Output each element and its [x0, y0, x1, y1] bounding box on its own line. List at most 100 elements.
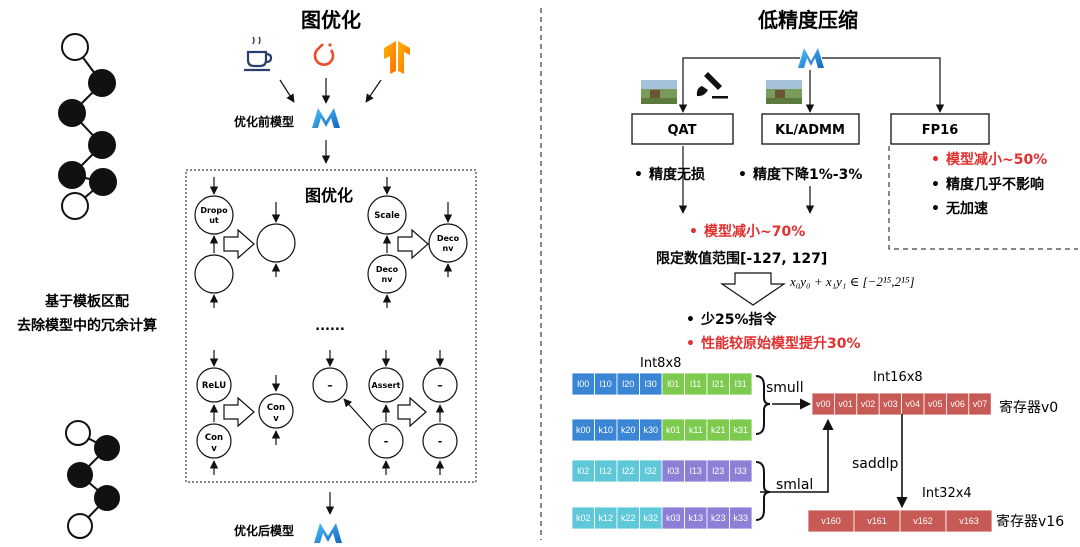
fp16-bullet-1: 模型减小~50%	[946, 151, 1047, 168]
register-cell-label: l33	[735, 466, 747, 476]
fp16-bullet-dot-3: •	[931, 201, 940, 217]
mnn-logo-after	[314, 523, 342, 543]
fp16-bullet-dot-2: •	[931, 177, 940, 193]
node-assert: Assert	[372, 381, 401, 390]
register-cell-label: k31	[733, 425, 748, 435]
down-hollow-arrow	[720, 272, 786, 306]
register-cell-label: l01	[667, 379, 679, 389]
tree-graph-top	[58, 33, 117, 220]
register-cell-label: v160	[821, 516, 841, 526]
register-cell	[729, 506, 753, 530]
box-title: 图优化	[305, 186, 353, 205]
smull-label: smull	[766, 380, 804, 396]
fp16-bullet-3: 无加速	[945, 200, 988, 217]
register-cell-label: k30	[643, 425, 658, 435]
register-cell-label: l31	[735, 379, 747, 389]
register-cell-label: k00	[576, 425, 591, 435]
register-cell-label: v03	[883, 399, 898, 409]
fp16-bullet-dot-1: •	[931, 152, 940, 168]
qat-bullet-dot: •	[634, 167, 643, 183]
transform-arrow-2	[397, 228, 429, 260]
register-v16-label: 寄存器v16	[996, 513, 1064, 530]
fp16-bullet-2: 精度几乎不影响	[946, 176, 1044, 193]
reduce-70: 模型减小~70%	[704, 223, 805, 240]
register-cell	[729, 418, 753, 442]
node-dash-result: -	[438, 435, 443, 448]
formula: x₀y₀ + x₁y₁ ∈ [−2¹⁵,2¹⁵]	[789, 274, 915, 289]
right-title: 低精度压缩	[757, 8, 858, 32]
register-cell-label: v00	[816, 399, 831, 409]
register-cell-label: l02	[577, 466, 589, 476]
register-cell	[968, 392, 992, 416]
register-cell-label: k13	[688, 513, 703, 523]
range-text: 限定数值范围[-127, 127]	[656, 250, 827, 267]
register-cell-label: l32	[645, 466, 657, 476]
register-cell-label: k12	[598, 513, 613, 523]
register-cell-label: k32	[643, 513, 658, 523]
register-cell-label: k23	[711, 513, 726, 523]
register-cell-label: l22	[622, 466, 634, 476]
graph-optimization-box	[185, 169, 477, 483]
mnn-logo-top	[798, 48, 824, 68]
qat-bullet: 精度无损	[649, 166, 705, 183]
node-dropout-line1: Dropo	[200, 206, 228, 215]
ellipsis: ......	[315, 319, 345, 334]
node-scale: Scale	[374, 211, 400, 221]
register-cell-label: v07	[973, 399, 988, 409]
node-deconv-line2: nv	[382, 275, 394, 284]
node-dropout-line2: ut	[209, 216, 219, 225]
register-cell-label: v04	[906, 399, 921, 409]
brace-smlal	[755, 461, 771, 521]
register-cell-label: v162	[913, 516, 933, 526]
register-v0-label: 寄存器v0	[999, 399, 1058, 416]
register-cell-label: l00	[577, 379, 589, 389]
node-conv-line1: Con	[205, 433, 223, 443]
landscape-image-icon-qat	[641, 80, 677, 104]
transform-arrow-3	[223, 396, 255, 428]
register-cell-label: v161	[867, 516, 887, 526]
after-model-label: 优化后模型	[234, 523, 294, 538]
fp16-dashed-border	[888, 146, 1078, 250]
register-cell-label: l30	[645, 379, 657, 389]
register-cell	[729, 372, 753, 396]
result-bullet-dot-2: •	[686, 336, 695, 352]
node-relu: ReLU	[202, 381, 226, 391]
saddlp-label: saddlp	[852, 456, 899, 472]
node-dash: -	[384, 435, 389, 448]
register-cell-label: k33	[733, 513, 748, 523]
int16-label: Int16x8	[873, 370, 923, 385]
node-deconv-result-line1: Deco	[437, 234, 460, 243]
register-cell	[729, 459, 753, 483]
register-cell-label: k20	[621, 425, 636, 435]
register-cell-label: l13	[690, 466, 702, 476]
method-label-qat: QAT	[668, 123, 697, 138]
register-cell-label: v05	[928, 399, 943, 409]
register-cell-label: l10	[600, 379, 612, 389]
method-box-kl	[761, 113, 860, 145]
node-minus: –	[327, 379, 333, 392]
int32-label: Int32x4	[922, 486, 972, 501]
register-cell-label: k22	[621, 513, 636, 523]
method-box-fp16	[890, 113, 990, 145]
register-row-l0: l00 l10 l20 l30 l01 l11 l21 l31	[571, 372, 753, 396]
node-minus-result: –	[437, 379, 443, 392]
register-cell-label: k10	[598, 425, 613, 435]
register-cell-label: l20	[622, 379, 634, 389]
node-deconv-line1: Deco	[376, 265, 399, 274]
register-cell-label: l11	[690, 379, 701, 389]
tensorflow-icon	[384, 41, 410, 74]
node-conv-result-line1: Con	[267, 403, 285, 413]
result-bullet-1: 少25%指令	[700, 311, 778, 328]
tree-graph-bottom	[65, 420, 120, 539]
smlal-label: smlal	[776, 477, 813, 493]
kl-bullet-dot: •	[738, 167, 747, 183]
register-cell-label: l21	[712, 379, 724, 389]
register-cell-label: k11	[689, 425, 703, 435]
register-cell-label: v06	[950, 399, 965, 409]
brace-smull	[755, 375, 771, 435]
register-cell-label: k21	[711, 425, 726, 435]
side-caption-line2: 去除模型中的冗余计算	[17, 317, 157, 334]
